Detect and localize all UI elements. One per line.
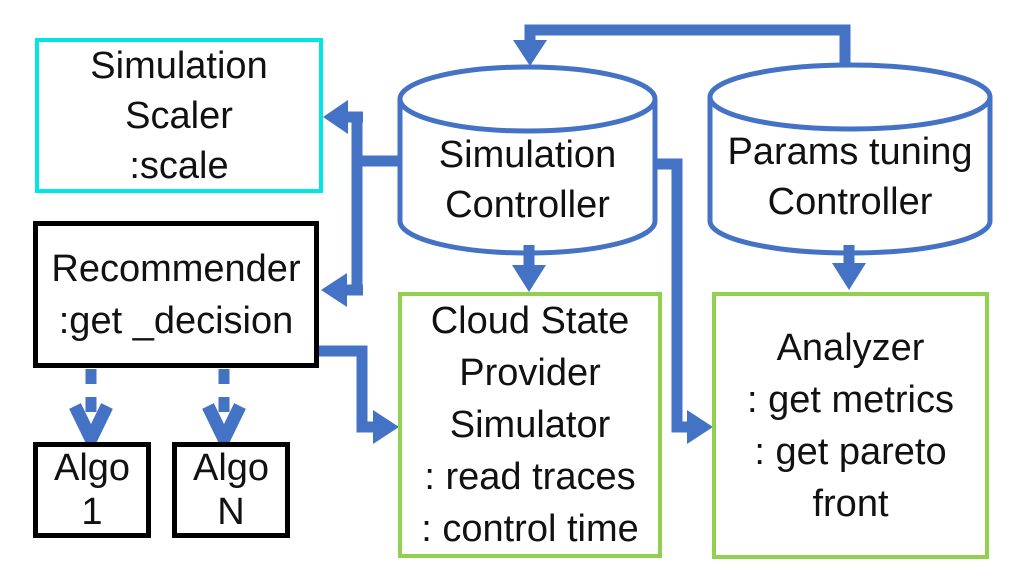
simulation-scaler-label-line1: Simulation: [90, 44, 268, 87]
algo-1-label-line2: 1: [81, 491, 103, 533]
analyzer-label: Analyzer: [776, 326, 925, 369]
recommender-label: Recommender: [51, 247, 301, 290]
analyzer-box: Analyzer : get metrics : get pareto fron…: [712, 292, 989, 559]
simulation-scaler-box: Simulation Scaler :scale: [35, 38, 323, 193]
algo-1-label-line1: Algo: [53, 447, 131, 489]
simulation-controller-label-line1: Simulation: [438, 134, 617, 176]
edge-recommender-to-algo1-dashed-arrow: [69, 369, 113, 454]
analyzer-method-front: front: [812, 482, 889, 525]
algo-n-box: Algo N: [172, 442, 290, 538]
params-tuning-controller-label-line2: Controller: [767, 181, 933, 223]
algo-n-label-line1: Algo: [192, 447, 270, 489]
cloud-state-label-line3: Simulator: [449, 404, 611, 446]
edge-simcontroller-to-left-arrow: [346, 111, 402, 296]
cloud-state-label-line2: Provider: [459, 352, 601, 394]
edge-simcontroller-to-cloud-arrowhead: [512, 265, 546, 292]
algo-1-box: Algo 1: [33, 442, 151, 538]
recommender-box: Recommender :get _decision: [33, 221, 319, 368]
analyzer-method-get-pareto: : get pareto: [754, 430, 947, 473]
simulation-scaler-method-label: :scale: [129, 144, 229, 187]
cloud-state-provider-simulator-box: Cloud State Provider Simulator : read tr…: [398, 292, 662, 558]
edge-simcontroller-to-analyzer-arrow: [652, 158, 688, 433]
simulation-scaler-label-line2: Scaler: [125, 94, 233, 137]
cloud-state-method-control-time: : control time: [421, 508, 639, 550]
simulation-controller-label: Simulation Controller: [400, 130, 655, 230]
edge-params-to-simcontroller-arrow: [524, 24, 851, 70]
params-tuning-controller-label-line1: Params tuning: [727, 131, 973, 173]
edge-recommender-to-cloud-arrowhead: [373, 410, 399, 444]
cloud-state-label-line1: Cloud State: [430, 300, 630, 342]
recommender-method-label: :get _decision: [58, 299, 294, 342]
edge-to-scaler-arrowhead: [323, 100, 348, 134]
cloud-state-method-read-traces: : read traces: [424, 456, 636, 498]
params-tuning-controller-cylinder: [707, 62, 993, 256]
edge-params-to-simcontroller-arrowhead: [513, 40, 547, 66]
edge-recommender-to-algon-dashed-arrow: [202, 369, 246, 454]
edge-to-recommender-arrowhead: [321, 273, 347, 307]
analyzer-method-get-metrics: : get metrics: [747, 378, 954, 421]
edge-simcontroller-to-analyzer-arrowhead: [687, 410, 713, 444]
edge-params-to-analyzer-arrowhead: [832, 263, 866, 290]
params-tuning-controller-label: Params tuning Controller: [710, 127, 990, 227]
simulation-controller-label-line2: Controller: [445, 184, 610, 226]
edge-recommender-to-cloud-arrow: [319, 345, 374, 433]
algo-n-label-line2: N: [217, 491, 245, 533]
simulation-controller-cylinder: [397, 64, 658, 256]
